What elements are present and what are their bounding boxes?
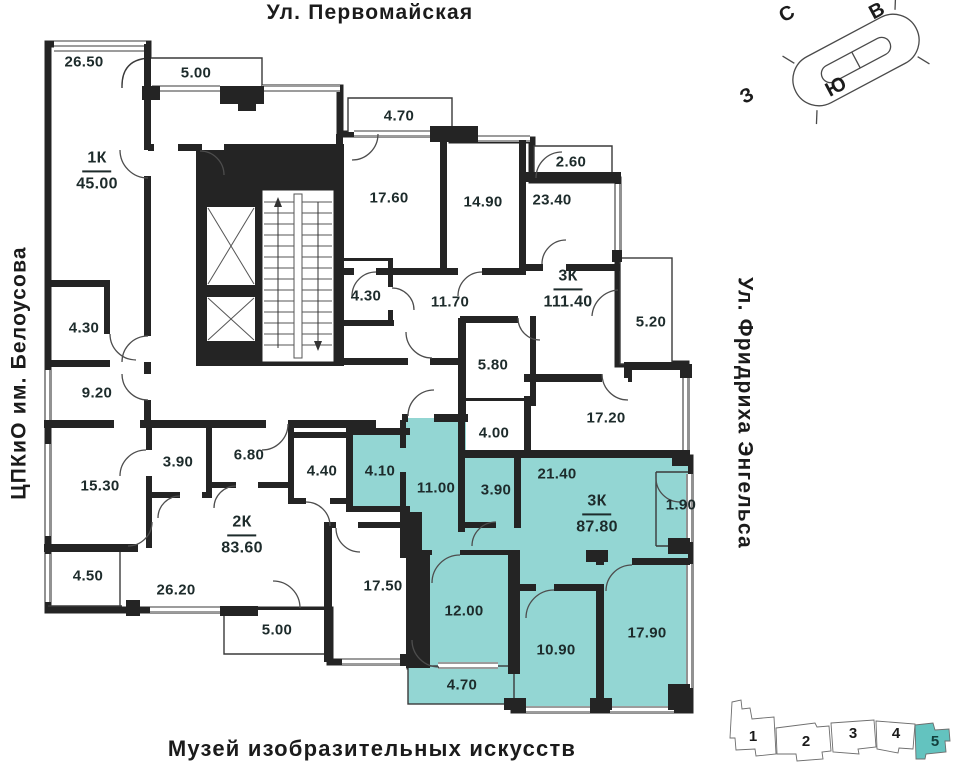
room-area-label: 17.60 [369, 189, 409, 207]
room-area-label: 4.70 [446, 676, 478, 694]
stair-core [196, 86, 344, 366]
section-4[interactable] [875, 720, 916, 754]
balcony-4-70-teal [407, 665, 515, 705]
room-area-label: 3.90 [480, 481, 512, 499]
room-area-label: 3.90 [162, 453, 194, 471]
room-area-label: 4.00 [478, 424, 510, 442]
section-3[interactable] [830, 719, 877, 755]
door-arcs [109, 133, 681, 668]
room-area-label: 14.90 [463, 193, 503, 211]
room-area-label: 21.40 [537, 465, 577, 483]
room-area-label: 5.00 [180, 64, 212, 82]
compass-icon [782, 0, 930, 125]
street-label-left: ЦПКиО им. Белоусова [7, 246, 31, 500]
section-5[interactable] [914, 722, 951, 760]
section-number-3: 3 [849, 725, 857, 742]
room-area-label: 26.50 [64, 53, 104, 71]
building-section-selector: 1 2 3 4 5 [729, 699, 951, 762]
stairs-icon [261, 189, 335, 363]
room-area-label: 15.30 [80, 477, 120, 495]
elevator-icon [205, 295, 257, 343]
room-area-label: 4.30 [350, 287, 382, 305]
section-1[interactable] [729, 699, 777, 757]
room-area-label: 9.20 [81, 384, 113, 402]
room-area-label: 5.20 [635, 313, 667, 331]
section-number-5: 5 [931, 733, 939, 750]
room-area-label: 1.90 [665, 496, 697, 514]
street-label-right: Ул. Фридриха Энгельса [733, 277, 757, 549]
balcony-4-70-top [347, 97, 453, 132]
balconies [48, 57, 673, 655]
section-number-4: 4 [892, 725, 901, 742]
section-2[interactable] [775, 722, 832, 762]
section-number-1: 1 [749, 728, 757, 745]
room-area-label: 17.90 [627, 624, 667, 642]
room-area-label: 17.50 [363, 577, 403, 595]
section-number-2: 2 [802, 733, 810, 750]
room-area-label: 23.40 [532, 191, 572, 209]
interior-walls [44, 44, 692, 710]
room-area-label: 4.10 [364, 462, 396, 480]
room-area-label: 10.90 [536, 641, 576, 659]
room-area-label: 11.70 [430, 293, 470, 311]
room-area-label: 11.00 [416, 479, 456, 497]
room-area-label: 4.50 [72, 567, 104, 585]
room-area-label: 2.60 [555, 153, 587, 171]
balcony-5-00-top [121, 57, 263, 88]
elevator-icon [205, 205, 257, 287]
balcony-5-20 [619, 257, 673, 365]
room-area-label: 17.20 [586, 409, 626, 427]
street-label-top: Ул. Первомайская [266, 1, 474, 24]
room-area-label: 5.00 [261, 621, 293, 639]
room-area-label: 4.70 [383, 107, 415, 125]
room-area-label: 4.40 [306, 462, 338, 480]
windows [44, 40, 693, 713]
street-label-bottom: Музей изобразительных искусств [167, 736, 577, 761]
room-area-label: 26.20 [156, 581, 196, 599]
room-area-label: 12.00 [444, 602, 484, 620]
room-area-label: 5.80 [477, 356, 509, 374]
room-area-label: 4.30 [68, 319, 100, 337]
balcony-2-60 [533, 145, 613, 180]
room-area-label: 6.80 [233, 446, 265, 464]
